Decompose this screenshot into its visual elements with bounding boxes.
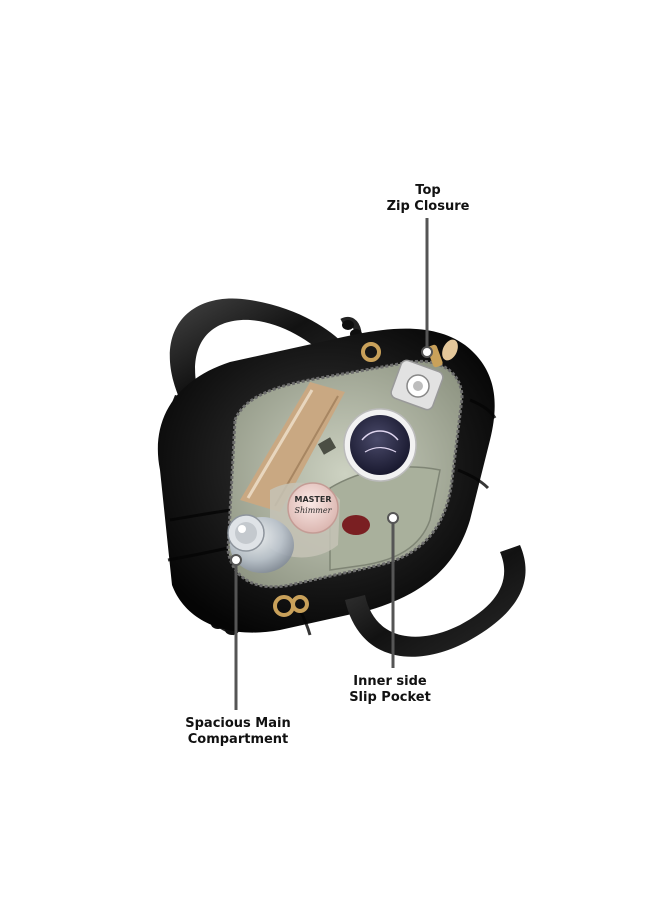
label-top-zip-closure: Top Zip Closure: [368, 183, 488, 215]
front-handle: [345, 545, 526, 657]
label-top-zip-line2: Zip Closure: [386, 199, 470, 214]
shimmer-jar: MASTER Shimmer: [287, 482, 339, 534]
jar-label-line1: MASTER: [295, 495, 332, 504]
label-inner-pocket-line1: Inner side: [353, 674, 427, 689]
back-handle: [169, 298, 345, 400]
label-top-zip-line1: Top: [415, 183, 441, 198]
jar-label-line2: Shimmer: [295, 506, 333, 515]
label-main-compartment-line1: Spacious Main: [185, 716, 291, 731]
perfume-bottle: [390, 359, 444, 411]
label-main-compartment-line2: Compartment: [187, 732, 289, 747]
cosmetic-tin: [343, 408, 417, 482]
label-inner-pocket-line2: Slip Pocket: [349, 690, 431, 705]
water-bottle: [227, 514, 294, 573]
label-inner-slip-pocket: Inner side Slip Pocket: [340, 674, 440, 706]
red-cosmetic: [342, 515, 370, 535]
zipper-edge: [226, 359, 464, 589]
label-spacious-main-compartment: Spacious Main Compartment: [168, 716, 308, 748]
gold-rings: [273, 342, 381, 617]
